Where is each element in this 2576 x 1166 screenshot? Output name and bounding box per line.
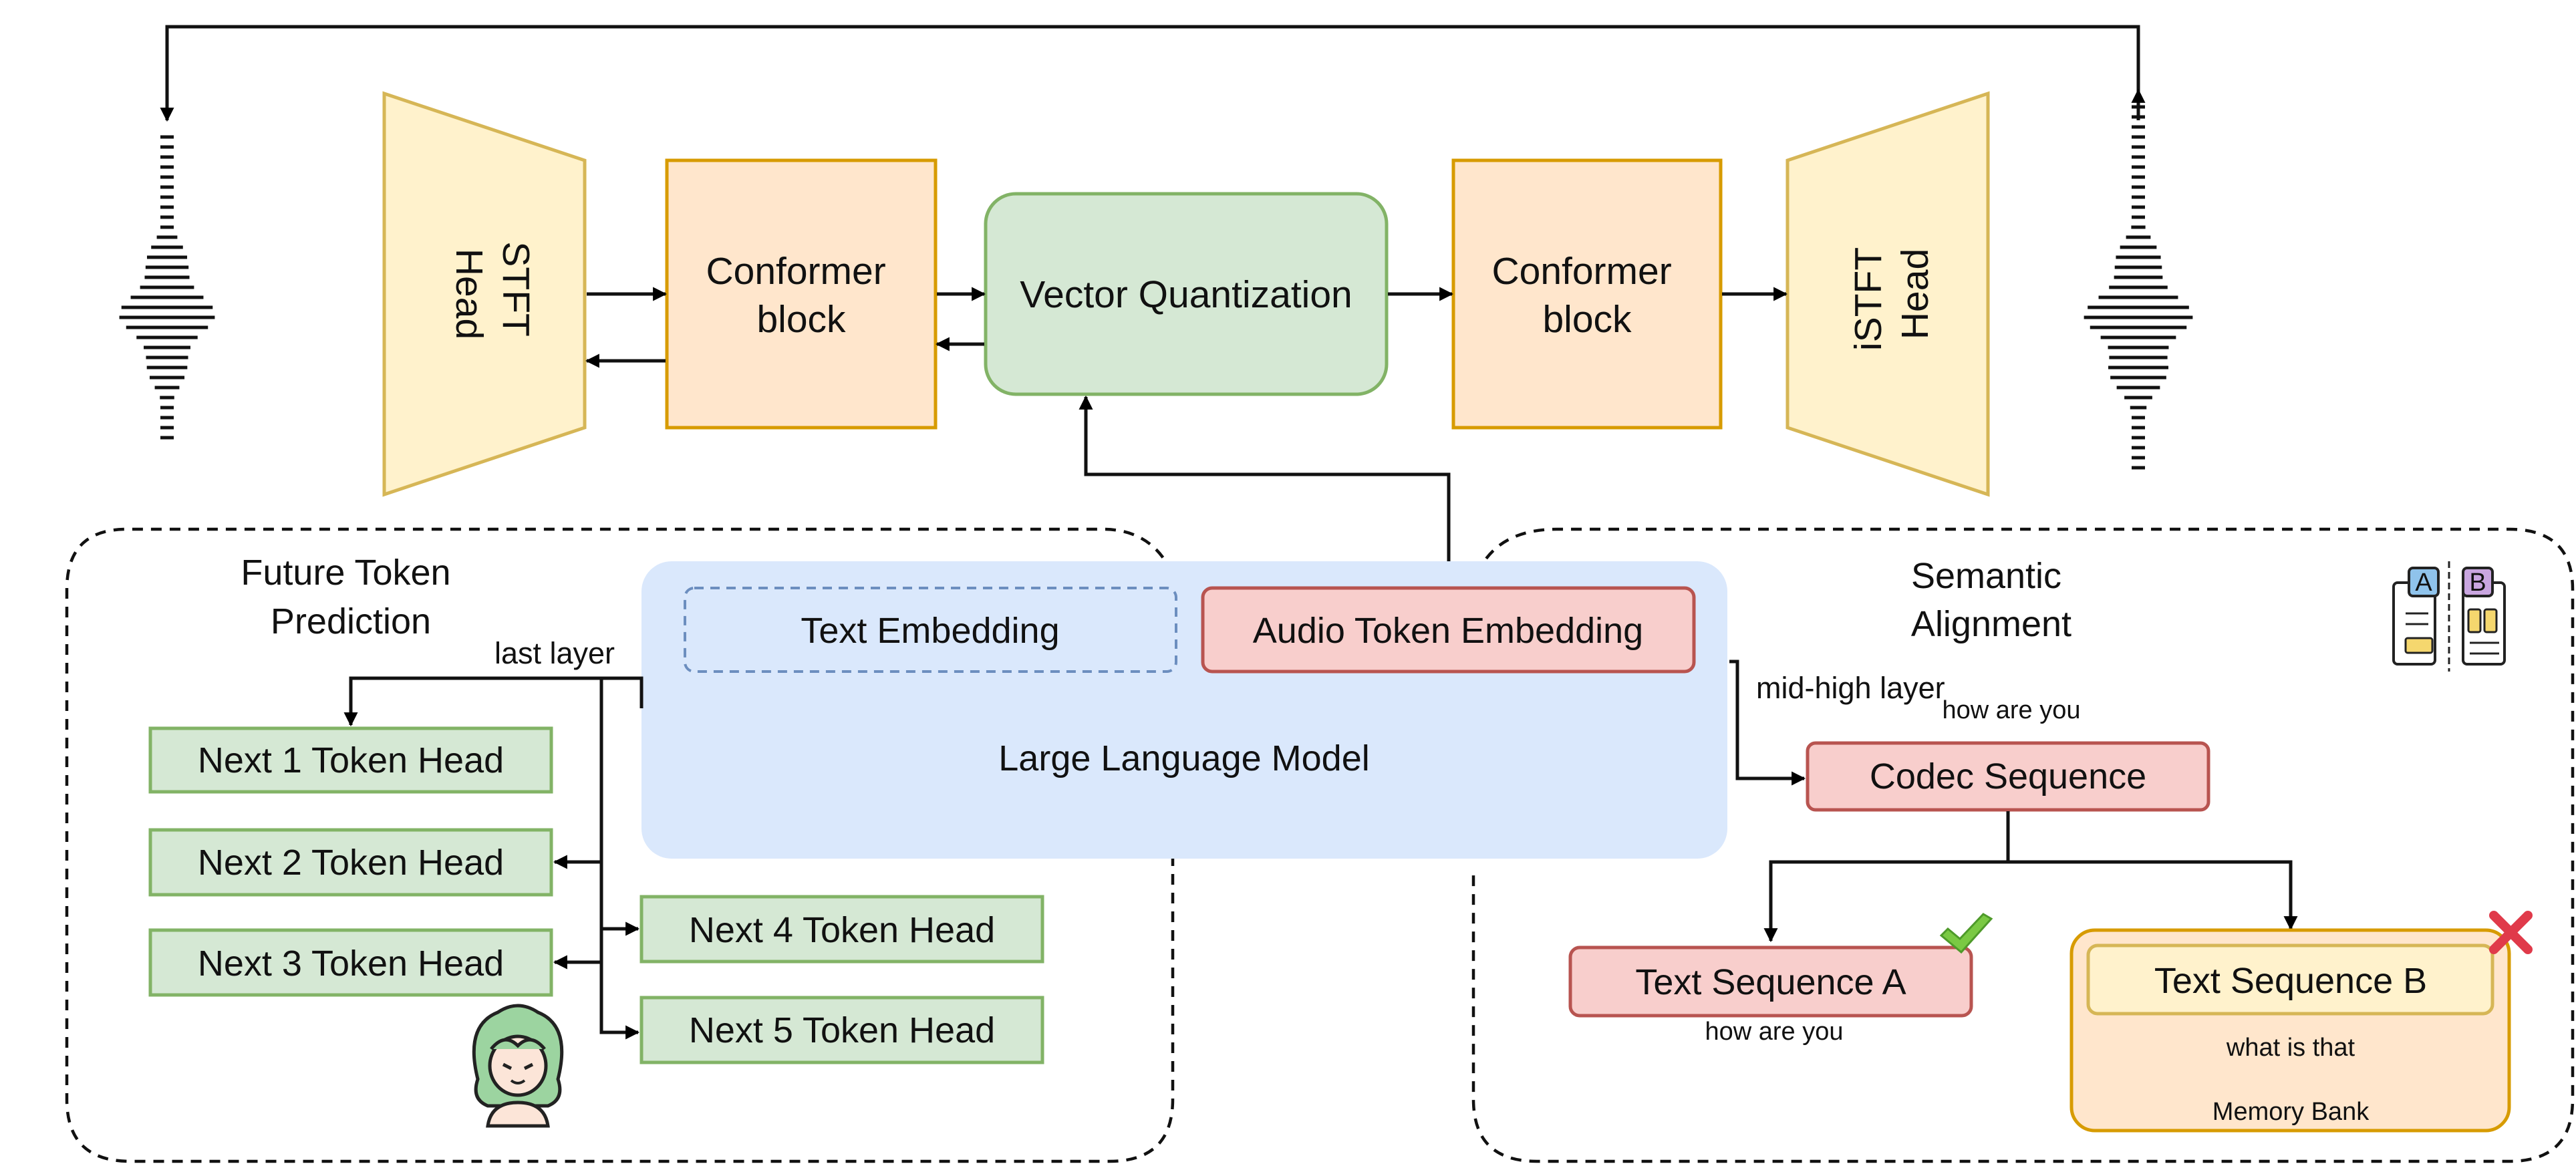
text-embedding-label: Text Embedding [801, 611, 1059, 651]
token-head-connectors [343, 676, 643, 1040]
token-head-2-label: Next 2 Token Head [198, 843, 504, 883]
text-embedding-box [684, 587, 1177, 673]
semantic-alignment-title-line1: Semantic [1911, 556, 2061, 596]
check-icon [1939, 913, 1993, 954]
token-head-5-label: Next 5 Token Head [689, 1010, 995, 1050]
semantic-alignment-region [1471, 527, 2575, 1163]
vector-quantization: Vector Quantization [984, 192, 1389, 396]
istft-head-line2: Head [1894, 249, 1937, 339]
vector-quantization-label: Vector Quantization [1020, 273, 1352, 316]
codec-caption: how are you [1942, 696, 2080, 724]
stft-head: STFT Head [382, 91, 587, 497]
large-language-model: Text Embedding Audio Token Embedding Lar… [641, 561, 1727, 859]
future-token-prediction-region [65, 527, 1175, 1163]
top-row-arrows [585, 287, 1788, 588]
input-waveform-icon [119, 135, 215, 440]
memory-bank: Text Sequence B what is that Memory Bank [2069, 928, 2511, 1133]
codec-split-arrows [1763, 811, 2298, 943]
svg-text:Conformer block: Conformer block [1491, 250, 1682, 341]
istft-head-line1: iSTFT [1847, 248, 1890, 351]
token-head-3: Next 3 Token Head [148, 928, 553, 997]
future-token-title-line2: Prediction [271, 601, 431, 641]
semantic-alignment-title-line2: Alignment [1911, 604, 2071, 644]
badge-b: B [2469, 569, 2486, 597]
future-token-prediction-title: Future Token Prediction [241, 553, 460, 641]
last-layer-label: last layer [494, 636, 615, 670]
codec-sequence: Codec Sequence [1806, 741, 2210, 812]
text-sequence-b-caption: what is that [2226, 1034, 2355, 1062]
encoder-conformer-line1: Conformer [706, 250, 885, 293]
text-sequence-b [2086, 943, 2494, 1016]
token-head-1: Next 1 Token Head [148, 726, 553, 794]
stft-head-line2: Head [448, 249, 490, 339]
token-head-2: Next 2 Token Head [148, 828, 553, 897]
svg-text:iSTFT Head: iSTFT Head [1847, 237, 1937, 351]
svg-text:Conformer block: Conformer block [706, 250, 896, 341]
decoder-conformer-block: Conformer block [1451, 158, 1723, 430]
mid-high-layer-arrow [1729, 660, 1806, 786]
decoder-conformer-line2: block [1542, 298, 1632, 341]
token-head-3-label: Next 3 Token Head [198, 943, 504, 984]
istft-head: iSTFT Head [1785, 91, 1990, 497]
output-waveform-icon [2084, 105, 2193, 470]
token-head-4: Next 4 Token Head [639, 895, 1044, 964]
token-head-1-label: Next 1 Token Head [198, 740, 504, 780]
badge-a: A [2415, 569, 2432, 597]
llm-label: Large Language Model [998, 738, 1369, 778]
text-sequence-a-caption: how are you [1705, 1018, 1843, 1046]
audio-token-embedding-box [1201, 586, 1696, 674]
reconstruction-loop-arrow [165, 25, 2140, 120]
encoder-conformer-block: Conformer block [665, 158, 938, 430]
character-avatar-icon [472, 1004, 564, 1128]
encoder-conformer-line2: block [756, 298, 846, 341]
semantic-alignment-title: Semantic Alignment [1911, 556, 2071, 644]
future-token-title-line1: Future Token [241, 553, 450, 593]
memory-bank-label: Memory Bank [2212, 1098, 2370, 1126]
text-sequence-b-label: Text Sequence B [2154, 961, 2427, 1001]
token-head-4-label: Next 4 Token Head [689, 910, 995, 950]
audio-token-embedding-label: Audio Token Embedding [1253, 611, 1643, 651]
text-sequence-a-label: Text Sequence A [1635, 962, 1906, 1002]
decoder-conformer-line1: Conformer [1491, 250, 1671, 293]
text-sequence-a: Text Sequence A [1568, 945, 1973, 1018]
codec-sequence-label: Codec Sequence [1870, 756, 2146, 796]
cross-icon [2489, 911, 2533, 954]
compare-icon: A B [2392, 561, 2506, 672]
svg-text:STFT Head: STFT Head [448, 241, 537, 346]
mid-high-layer-label: mid-high layer [1756, 671, 1945, 705]
token-head-5: Next 5 Token Head [639, 996, 1044, 1064]
stft-head-line1: STFT [494, 241, 537, 336]
